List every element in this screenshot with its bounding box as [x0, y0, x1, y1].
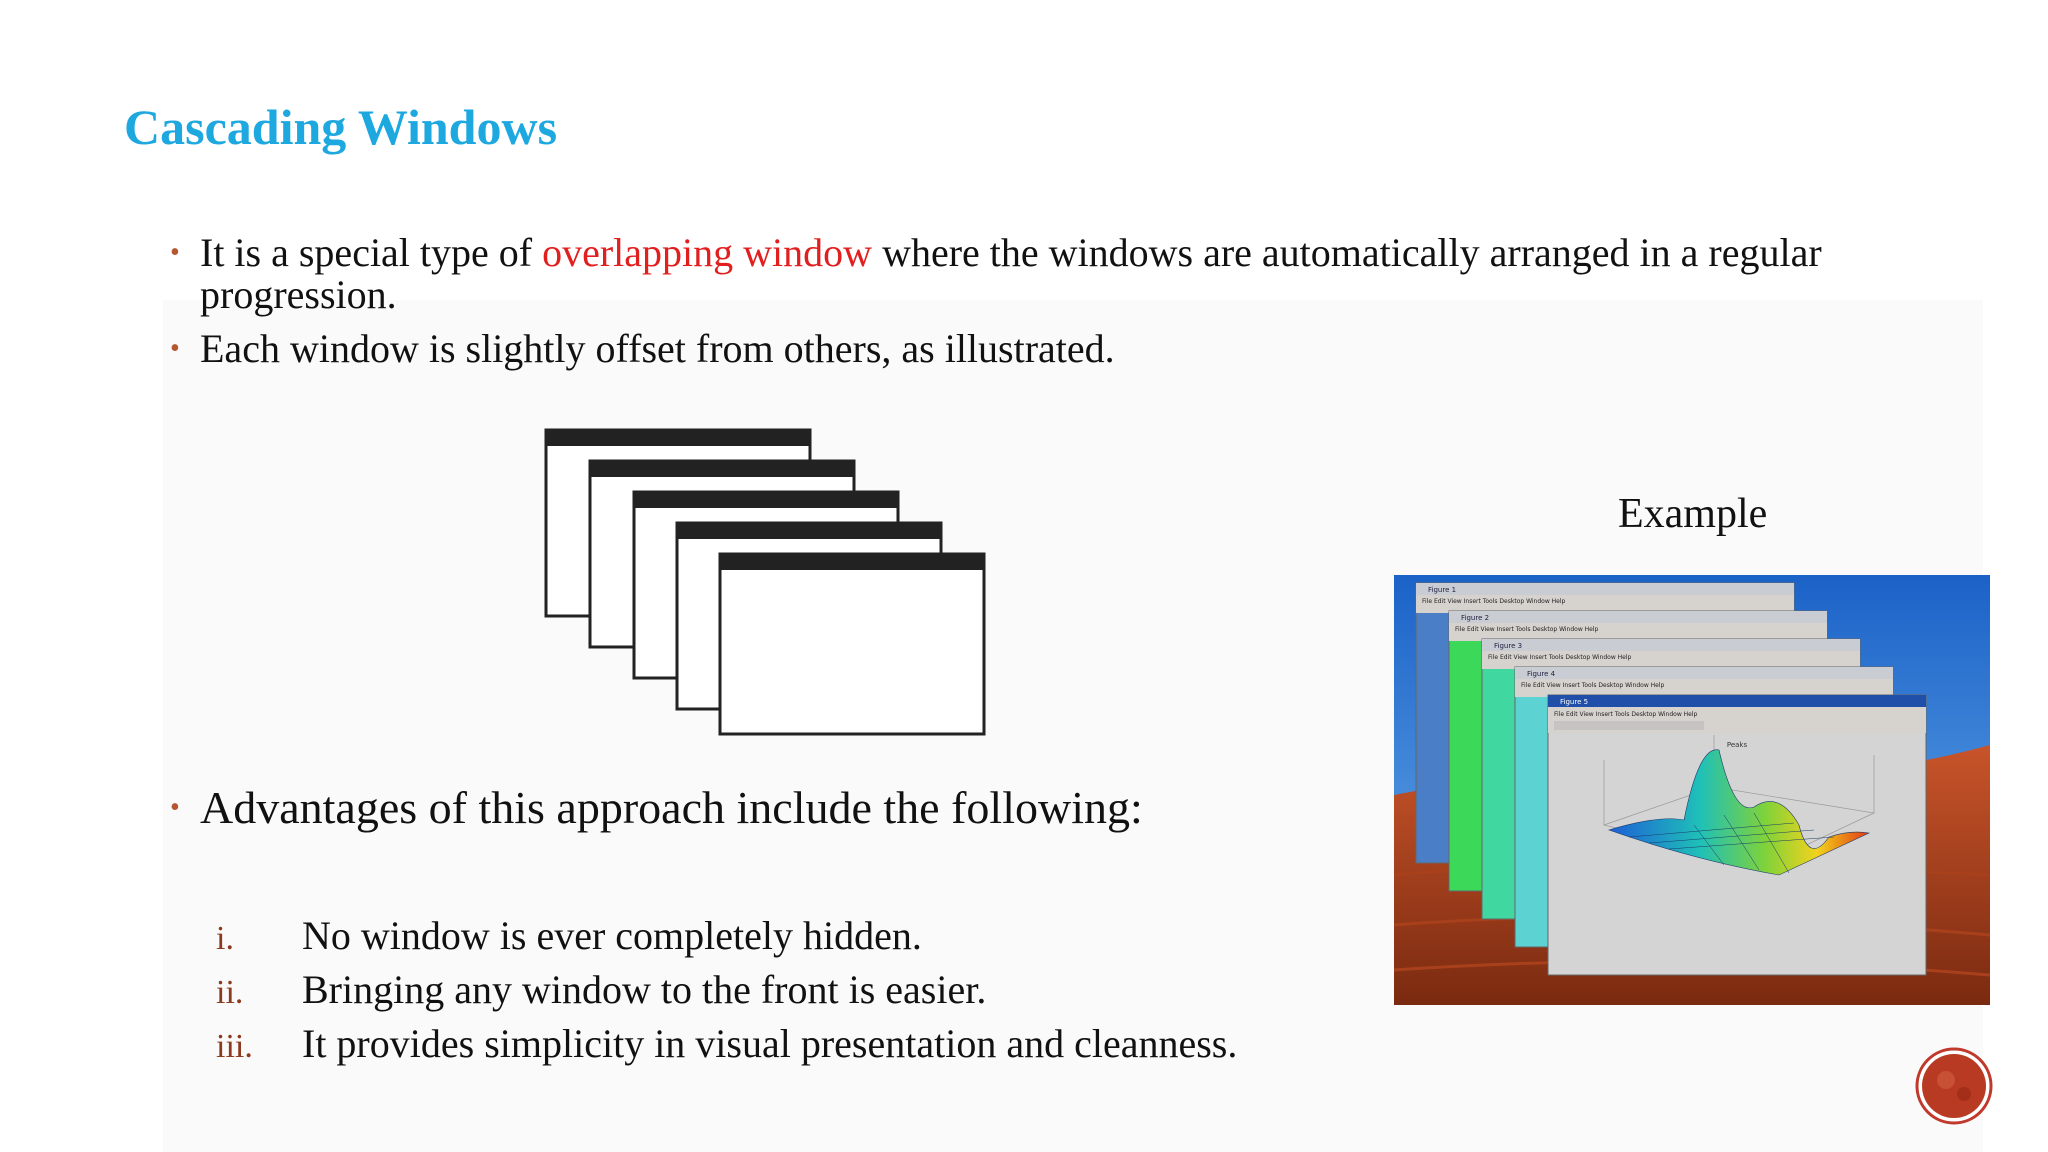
window-title: Figure 3 — [1494, 642, 1522, 650]
advantage-number: i. — [216, 920, 234, 957]
bullet-marker: • — [170, 237, 180, 268]
window-title: Figure 5 — [1560, 698, 1588, 706]
bullet-advantages: • Advantages of this approach include th… — [170, 785, 1143, 831]
bullet-text-pre: It is a special type of — [200, 230, 543, 275]
cascade-windows-diagram — [544, 428, 986, 736]
advantage-text: Bringing any window to the front is easi… — [302, 967, 987, 1012]
bullet-definition: • It is a special type of overlapping wi… — [170, 230, 1822, 275]
window-menu: File Edit View Insert Tools Desktop Wind… — [1422, 598, 1566, 605]
bullet-marker: • — [170, 792, 180, 823]
example-window-5: Figure 5 File Edit View Insert Tools Des… — [1547, 694, 1927, 976]
advantage-item: i. No window is ever completely hidden. — [216, 914, 922, 961]
bullet-text: Advantages of this approach include the … — [200, 782, 1143, 833]
advantage-text: It provides simplicity in visual present… — [302, 1021, 1238, 1066]
slide-corner-badge-icon — [1915, 1047, 1993, 1125]
example-screenshot: Figure 1 File Edit View Insert Tools Des… — [1394, 575, 1990, 1005]
bullet-offset: • Each window is slightly offset from ot… — [170, 326, 1115, 371]
peaks-surface-plot — [1602, 735, 1876, 876]
bullet-definition-line2: progression. — [200, 272, 397, 317]
window-menu: File Edit View Insert Tools Desktop Wind… — [1554, 711, 1698, 718]
window-menu: File Edit View Insert Tools Desktop Wind… — [1488, 654, 1632, 661]
advantage-item: ii. Bringing any window to the front is e… — [216, 968, 986, 1015]
advantage-number: iii. — [216, 1028, 253, 1065]
plot-title: Peaks — [1727, 741, 1748, 749]
window-menu: File Edit View Insert Tools Desktop Wind… — [1455, 626, 1599, 633]
window-title: Figure 2 — [1461, 614, 1489, 622]
diagram-window-5 — [718, 552, 986, 736]
window-menu: File Edit View Insert Tools Desktop Wind… — [1521, 682, 1665, 689]
advantage-text: No window is ever completely hidden. — [302, 913, 922, 958]
slide-title: Cascading Windows — [124, 99, 558, 155]
bullet-text: Each window is slightly offset from othe… — [200, 326, 1115, 371]
advantage-item: iii. It provides simplicity in visual pre… — [216, 1022, 1237, 1069]
highlight-term: overlapping window — [542, 230, 873, 275]
window-title: Figure 1 — [1428, 586, 1456, 594]
bullet-marker: • — [170, 333, 180, 364]
example-label: Example — [1618, 491, 1768, 537]
bullet-text-post: where the windows are automatically arra… — [872, 230, 1822, 275]
advantage-number: ii. — [216, 974, 244, 1011]
window-title: Figure 4 — [1527, 670, 1556, 678]
